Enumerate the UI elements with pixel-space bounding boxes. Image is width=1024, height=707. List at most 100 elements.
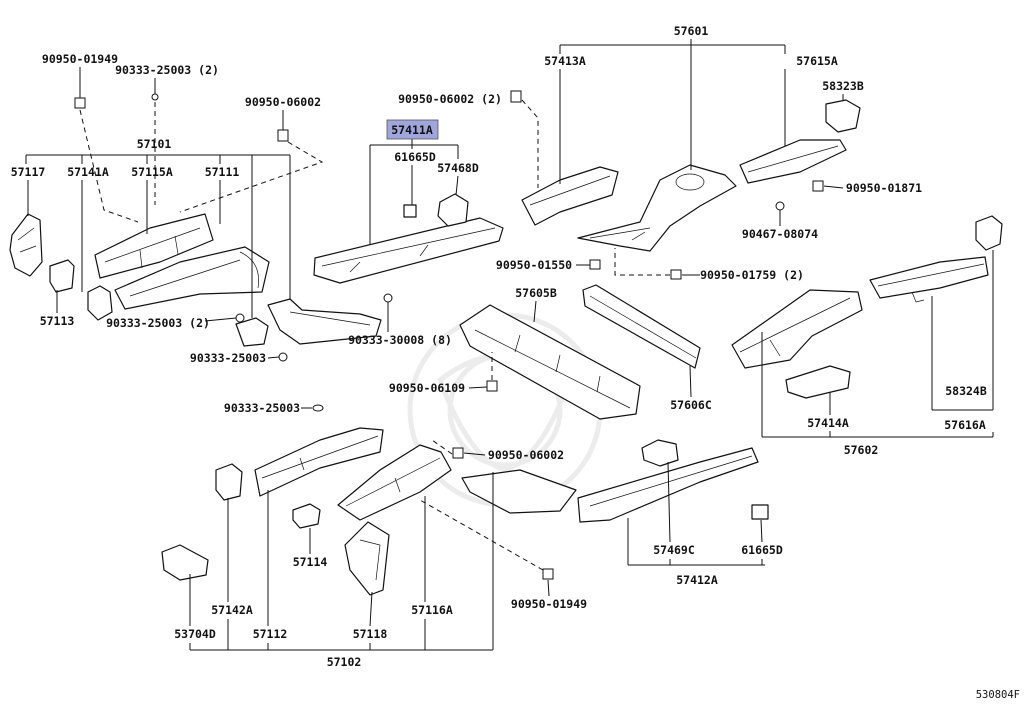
part-61665D-upper	[403, 204, 417, 218]
callout-57469C[interactable]: 57469C	[653, 543, 695, 557]
callout-90333-25003[interactable]: 90333-25003 (2)	[115, 63, 219, 77]
dashed-leader-line	[419, 499, 544, 571]
leader-line	[760, 519, 763, 543]
callout-57142A[interactable]: 57142A	[211, 603, 253, 617]
leader-line	[267, 356, 280, 359]
callout-57601[interactable]: 57601	[674, 24, 709, 38]
callout-57116A[interactable]: 57116A	[411, 603, 453, 617]
figure-code: 530804F	[976, 689, 1020, 701]
callout-57115A[interactable]: 57115A	[131, 165, 173, 179]
part-57602	[731, 289, 863, 369]
callout-90950-01949[interactable]: 90950-01949	[42, 52, 118, 66]
plug-icon	[510, 90, 522, 103]
part-61665D-lower	[751, 504, 769, 520]
callout-90950-01949[interactable]: 90950-01949	[511, 597, 587, 611]
part-57616A	[869, 256, 989, 299]
nut-icon	[812, 180, 824, 192]
callout-57602[interactable]: 57602	[844, 443, 879, 457]
callout-61665D[interactable]: 61665D	[741, 543, 783, 557]
part-57115A	[94, 213, 214, 279]
callout-57413A[interactable]: 57413A	[544, 54, 586, 68]
callout-57112[interactable]: 57112	[253, 627, 288, 641]
callout-57468D[interactable]: 57468D	[437, 161, 479, 175]
part-bracket-lower-left	[235, 317, 269, 347]
part-57601-detail	[589, 227, 651, 241]
callout-90950-01871[interactable]: 90950-01871	[846, 181, 922, 195]
part-57119-lower	[461, 469, 577, 514]
selected-callout-highlight	[386, 119, 439, 140]
part-57118	[344, 521, 390, 596]
callout-57605B[interactable]: 57605B	[515, 286, 557, 300]
callout-57111[interactable]: 57111	[205, 165, 240, 179]
callout-90950-06002[interactable]: 90950-06002	[488, 448, 564, 462]
part-57414A	[785, 365, 851, 399]
part-57117	[9, 213, 43, 277]
callout-90950-06002[interactable]: 90950-06002	[245, 95, 321, 109]
callout-90950-06002-2[interactable]: 90950-06002 (2)	[398, 92, 502, 106]
callout-90333-25003[interactable]: 90333-25003	[224, 401, 300, 415]
nut-icon	[486, 380, 498, 392]
callout-90950-01550[interactable]: 90950-01550	[496, 258, 572, 272]
callout-57616A[interactable]: 57616A	[944, 418, 986, 432]
dashed-leader-lines	[79, 99, 670, 571]
callout-61665D[interactable]: 61665D	[394, 150, 436, 164]
part-57616A-detail	[877, 263, 985, 303]
part-57601-mount	[675, 173, 705, 191]
callout-57141A[interactable]: 57141A	[67, 165, 109, 179]
leader-line	[667, 461, 671, 543]
callout-90467-08074[interactable]: 90467-08074	[742, 227, 818, 241]
part-57118-detail	[359, 539, 381, 581]
bolt-icon	[775, 201, 785, 211]
leader-line	[455, 175, 459, 196]
part-57601	[577, 164, 737, 252]
callout-90950-06109[interactable]: 90950-06109	[389, 381, 465, 395]
callout-58324B[interactable]: 58324B	[945, 384, 987, 398]
callout-57114[interactable]: 57114	[293, 555, 328, 569]
part-57605B-detail	[474, 329, 631, 409]
nut-icon	[670, 269, 682, 280]
callout-58323B[interactable]: 58323B	[822, 79, 864, 93]
part-57111	[114, 246, 270, 310]
part-57411A-detail	[321, 227, 496, 273]
dashed-leader-line	[431, 439, 453, 455]
nut-icon	[589, 259, 601, 270]
callout-57102[interactable]: 57102	[327, 655, 362, 669]
callouts: 90950-01949 90333-25003 (2) 90950-06002 …	[11, 24, 987, 669]
part-57117-detail	[17, 227, 37, 253]
leader-line	[689, 365, 692, 398]
part-57141A	[87, 285, 113, 321]
part-57413A-detail	[529, 175, 611, 206]
callout-57101[interactable]: 57101	[137, 137, 172, 151]
callout-57113[interactable]: 57113	[40, 314, 75, 328]
part-57469C	[641, 439, 679, 467]
callout-57117[interactable]: 57117	[11, 165, 46, 179]
callout-57606C[interactable]: 57606C	[670, 398, 712, 412]
parts	[9, 99, 1003, 596]
part-57114	[292, 503, 321, 529]
dashed-leader-line	[179, 141, 324, 213]
callout-90950-01759-2[interactable]: 90950-01759 (2)	[700, 268, 804, 282]
part-53704D	[161, 544, 209, 581]
callout-57414A[interactable]: 57414A	[807, 416, 849, 430]
bolt-icon	[278, 352, 288, 362]
callout-57412A[interactable]: 57412A	[676, 573, 718, 587]
callout-90333-25003[interactable]: 90333-25003	[190, 351, 266, 365]
bolt-icon	[383, 293, 393, 303]
callout-53704D[interactable]: 53704D	[174, 627, 216, 641]
part-57412A	[577, 447, 759, 523]
nut-icon	[74, 97, 86, 109]
leader-line	[533, 300, 537, 323]
nut-icon	[542, 568, 554, 580]
callout-57118[interactable]: 57118	[353, 627, 388, 641]
callout-90333-30008-8[interactable]: 90333-30008 (8)	[348, 333, 452, 347]
clip-icon	[312, 404, 324, 412]
part-57112	[254, 427, 384, 497]
part-57412A-detail	[589, 455, 753, 507]
dashed-leader-line	[614, 248, 670, 276]
callout-57615A[interactable]: 57615A	[796, 54, 838, 68]
part-57142A	[215, 463, 243, 501]
part-57119-detail	[289, 311, 371, 326]
callout-90333-25003[interactable]: 90333-25003 (2)	[106, 316, 210, 330]
callout-57411A[interactable]: 57411A	[391, 123, 433, 137]
